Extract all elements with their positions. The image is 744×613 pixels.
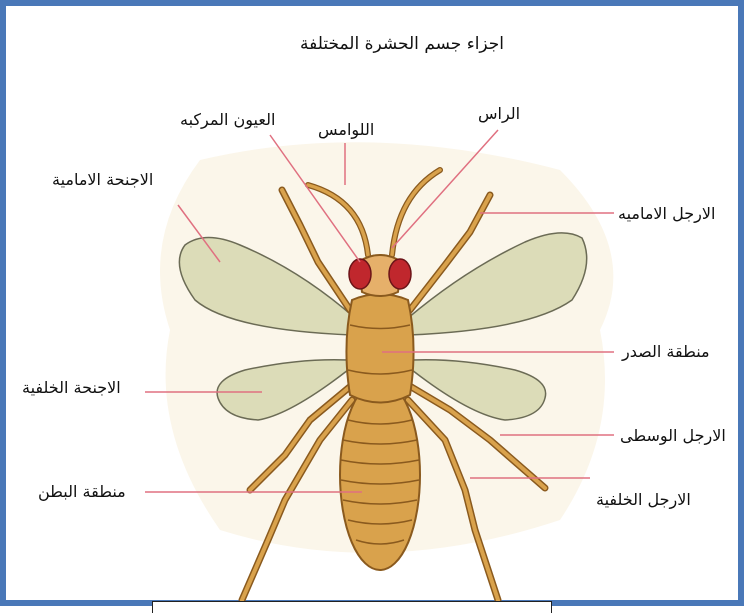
label-forewings: الاجنحة الامامية [52, 170, 153, 190]
label-hindwings: الاجنحة الخلفية [22, 378, 121, 398]
label-thorax: منطقة الصدر [622, 342, 710, 362]
label-head: الراس [478, 104, 520, 124]
right-eye [389, 259, 411, 289]
left-eye [349, 259, 371, 289]
label-hind-legs: الارجل الخلفية [596, 490, 691, 510]
diagram-title: اجزاء جسم الحشرة المختلفة [300, 34, 504, 54]
thorax-shape [346, 294, 413, 403]
abdomen-shape [340, 380, 420, 570]
label-abdomen: منطقة البطن [38, 482, 126, 502]
label-front-legs: الارجل الاماميه [618, 204, 715, 224]
label-middle-legs: الارجل الوسطى [620, 426, 726, 446]
label-compound-eyes: العيون المركبه [180, 110, 275, 130]
caption-box [152, 601, 552, 613]
label-antennae: اللوامس [318, 120, 374, 140]
